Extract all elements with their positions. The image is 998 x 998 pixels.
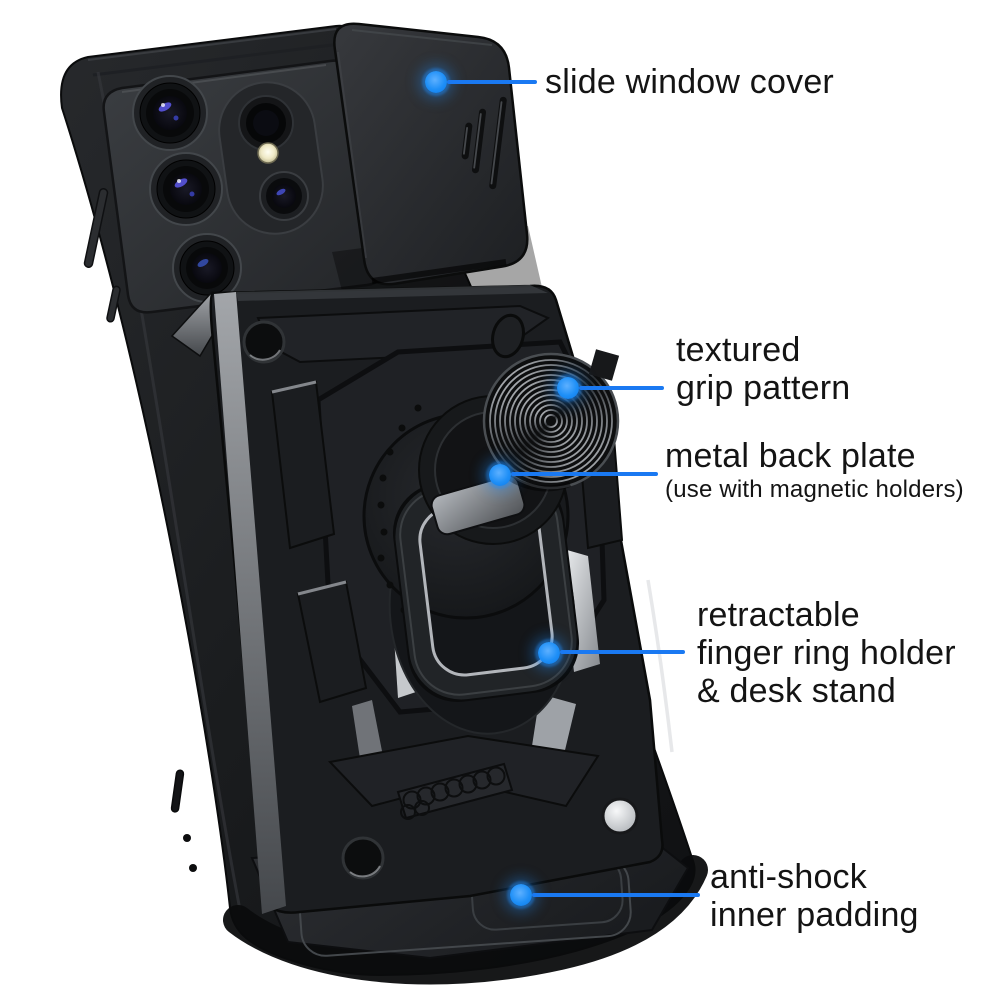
camera-pill — [218, 81, 324, 235]
label-text: anti-shock — [710, 858, 867, 896]
camera-lens — [149, 152, 223, 226]
callout-dot-ring — [538, 642, 560, 664]
label-text: inner padding — [710, 896, 919, 934]
callout-line-grip — [579, 386, 664, 390]
label-text: & desk stand — [697, 672, 896, 710]
screw-hole — [242, 320, 286, 364]
callout-line-slide-cover — [447, 80, 537, 84]
slide-window-cover — [333, 22, 529, 286]
label-text: retractable — [697, 596, 860, 634]
disc-notch — [588, 349, 620, 381]
cover-grip-slits — [461, 96, 507, 190]
callout-label-ring: retractable finger ring holder & desk st… — [697, 596, 956, 710]
side-buttons — [83, 188, 197, 872]
callout-dot-grip — [557, 377, 579, 399]
callout-dot-back-plate — [489, 464, 511, 486]
label-note: (use with magnetic holders) — [665, 476, 964, 503]
camera-lens — [132, 75, 208, 151]
label-text: textured — [676, 331, 801, 369]
callout-label-grip: textured grip pattern — [676, 331, 850, 407]
camera-lenses — [132, 75, 324, 303]
label-text: slide window cover — [545, 63, 834, 101]
camera-lens — [259, 171, 309, 221]
callout-label-padding: anti-shock inner padding — [710, 858, 919, 934]
flash-led — [257, 142, 279, 164]
callout-label-slide-cover: slide window cover — [545, 63, 834, 101]
callout-line-back-plate — [511, 472, 658, 476]
plate-gray-rim — [214, 292, 286, 914]
ring-clamp — [430, 474, 526, 536]
label-text: finger ring holder — [697, 634, 956, 672]
label-text: metal back plate — [665, 437, 916, 475]
callout-dot-padding — [510, 884, 532, 906]
metal-eyelet — [601, 797, 639, 835]
callout-line-ring — [560, 650, 685, 654]
label-text: grip pattern — [676, 369, 851, 407]
honeycomb-texture — [400, 766, 506, 820]
callout-label-back-plate: metal back plate (use with magnetic hold… — [665, 438, 964, 504]
callout-dot-slide-cover — [425, 71, 447, 93]
callout-line-padding — [532, 893, 700, 897]
screw-hole — [341, 836, 385, 880]
oval-hole — [491, 313, 525, 359]
